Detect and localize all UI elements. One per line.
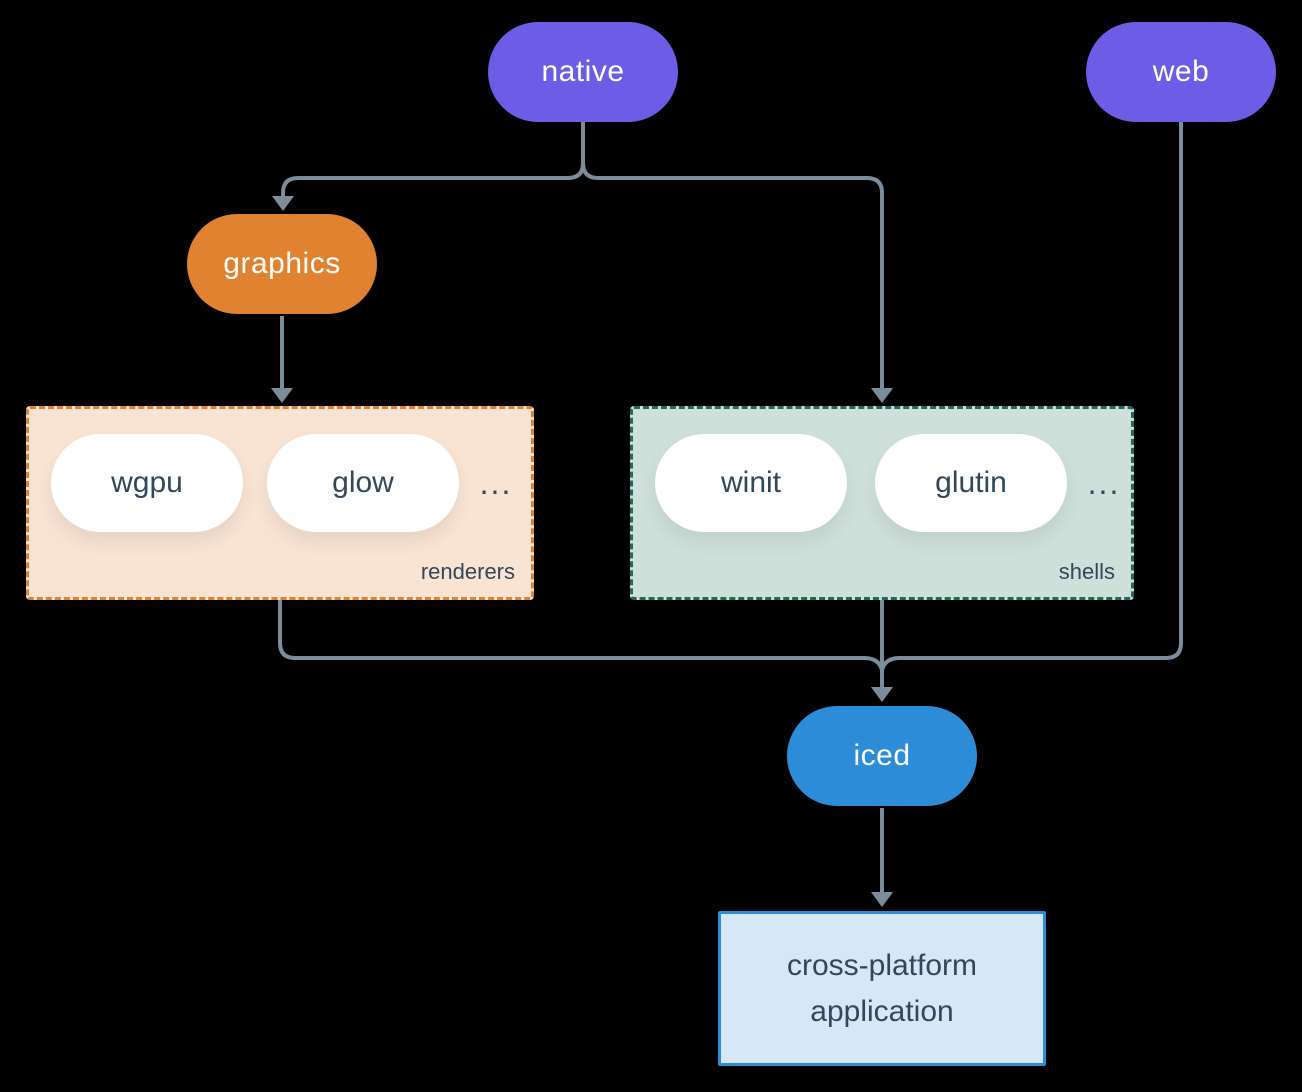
connector-native-shells bbox=[581, 122, 884, 388]
node-iced: iced bbox=[787, 706, 977, 806]
group-renderers: wgpu glow ... renderers bbox=[26, 406, 534, 600]
node-web: web bbox=[1086, 22, 1276, 122]
application-label-line2: application bbox=[810, 994, 954, 1028]
arrowhead-into-application bbox=[871, 892, 893, 907]
connector-renderers-iced bbox=[278, 598, 884, 671]
node-glow-label: glow bbox=[332, 466, 394, 499]
node-wgpu-label: wgpu bbox=[111, 466, 183, 499]
node-winit-label: winit bbox=[720, 466, 781, 499]
node-winit: winit bbox=[655, 434, 847, 532]
node-glutin-label: glutin bbox=[935, 466, 1007, 499]
renderers-group-label: renderers bbox=[420, 559, 515, 584]
node-native: native bbox=[488, 22, 678, 122]
arrowhead-into-shells bbox=[871, 388, 893, 403]
application-label-line1: cross-platform bbox=[786, 948, 978, 982]
renderers-ellipsis: ... bbox=[479, 464, 513, 501]
connector-web-iced bbox=[880, 122, 1183, 671]
node-glutin: glutin bbox=[875, 434, 1067, 532]
node-iced-label: iced bbox=[853, 739, 911, 772]
node-cross-platform-application: cross-platform application bbox=[718, 911, 1046, 1066]
node-wgpu: wgpu bbox=[51, 434, 243, 532]
shells-ellipsis: ... bbox=[1087, 464, 1121, 501]
connector-native-graphics bbox=[281, 122, 585, 196]
arrowhead-into-renderers bbox=[271, 388, 293, 403]
node-graphics: graphics bbox=[187, 214, 377, 314]
node-native-label: native bbox=[541, 55, 625, 88]
node-graphics-label: graphics bbox=[223, 247, 341, 280]
node-web-label: web bbox=[1152, 55, 1210, 88]
arrowhead-into-iced bbox=[871, 687, 893, 702]
group-shells: winit glutin ... shells bbox=[630, 406, 1134, 600]
node-glow: glow bbox=[267, 434, 459, 532]
shells-group-label: shells bbox=[1058, 559, 1115, 584]
arrowhead-into-graphics bbox=[272, 196, 294, 211]
